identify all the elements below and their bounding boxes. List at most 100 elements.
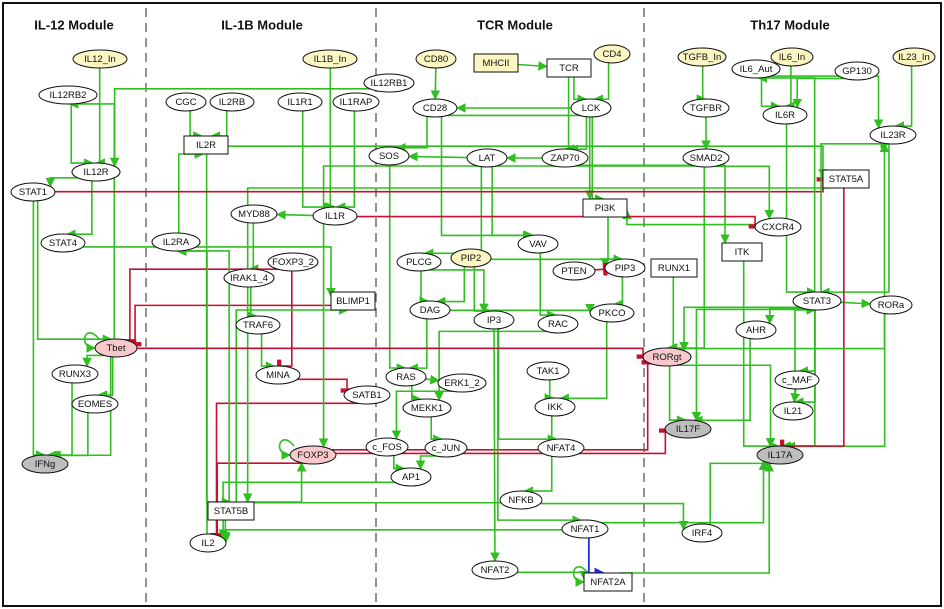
- edge-traf6-to-mina: [260, 333, 276, 371]
- node-shape: [792, 291, 842, 311]
- edge-runx3-to-ifng: [47, 382, 73, 460]
- node-nfat2: NFAT2: [471, 560, 519, 580]
- node-label: BLIMP1: [336, 296, 370, 307]
- node-label: TGFB_In: [683, 52, 722, 63]
- edge-il12_in-to-il12r: [95, 67, 105, 168]
- edge-rac-to-mekk1: [434, 330, 547, 402]
- edge-nfat1-to-il17a: [601, 460, 769, 524]
- node-label: CD4: [602, 49, 621, 60]
- node-shape: [466, 148, 508, 168]
- edge-il2ra-to-il2r: [177, 149, 205, 234]
- node-il6r: IL6R: [762, 105, 808, 125]
- edge-irf4-to-il17a: [709, 458, 773, 525]
- node-label: SATB1: [352, 390, 381, 401]
- node-label: STAT5A: [829, 174, 864, 185]
- node-shape: [774, 370, 820, 390]
- node-il12-in: IL12_In: [72, 49, 128, 69]
- edge-dag-to-ras: [408, 318, 428, 373]
- node-il6-in: IL6_In: [770, 47, 814, 67]
- node-plcg: PLCG: [396, 252, 442, 272]
- node-runx3: RUNX3: [51, 364, 99, 384]
- edge-ahr-to-il17f: [693, 338, 751, 426]
- node-shape: [289, 445, 337, 465]
- node-shape: [561, 519, 609, 539]
- edge-pkco-to-ikk: [559, 321, 608, 404]
- node-shape: [189, 533, 227, 553]
- edge-c_fos-to-ap1: [393, 455, 406, 474]
- edge-stat5b-to-blimp1: [235, 305, 349, 502]
- node-label: PKCO: [599, 308, 626, 319]
- edge-pten-to-pip3: [594, 262, 608, 276]
- node-shape: [332, 92, 380, 112]
- edge-il12r-to-stat4: [66, 180, 93, 239]
- node-il17a: IL17A: [756, 445, 804, 465]
- node-ahr: AHR: [735, 320, 777, 340]
- module-title-il12: IL-12 Module: [34, 18, 113, 33]
- edge-ip3-to-nfat2: [490, 328, 500, 562]
- node-runx1: RUNX1: [650, 258, 698, 278]
- node-shape: [151, 232, 201, 252]
- node-label: EOMES: [78, 399, 112, 410]
- nodes-layer: IL12_InIL12RB2IL12RSTAT1STAT4TbetRUNX3EO…: [10, 44, 936, 592]
- edge-foxp3_2-to-mina: [277, 270, 293, 373]
- node-ras: RAS: [385, 367, 427, 387]
- node-shape: [546, 58, 592, 78]
- node-dag: DAG: [409, 300, 451, 320]
- node-label: RORgt: [652, 352, 681, 363]
- node-label: FOXP3_2: [272, 257, 314, 268]
- node-shape: [207, 501, 255, 521]
- node-shape: [402, 398, 452, 418]
- node-shape: [223, 268, 275, 288]
- node-shape: [892, 47, 936, 67]
- node-shape: [526, 361, 570, 381]
- node-shape: [731, 59, 781, 79]
- node-shape: [94, 338, 138, 358]
- node-label: NFAT4: [547, 443, 576, 454]
- node-label: STAT5B: [214, 506, 249, 517]
- node-shape: [40, 233, 86, 253]
- node-label: PI3K: [595, 203, 616, 214]
- edge-itk-to-il17a: [742, 261, 780, 451]
- node-smad2: SMAD2: [682, 148, 730, 168]
- node-il1rap: IL1RAP: [332, 92, 380, 112]
- node-label: AP1: [402, 472, 420, 483]
- node-label: IFNg: [35, 459, 56, 470]
- node-label: c_FOS: [372, 442, 402, 453]
- node-stat1: STAT1: [10, 182, 56, 202]
- node-tcr: TCR: [546, 58, 592, 78]
- edge-lat-to-sos: [408, 151, 468, 162]
- edge-ip3-to-nfat1: [497, 328, 583, 525]
- edge-il2rb-to-il2r: [210, 110, 228, 141]
- node-tgfbr: TGFBR: [682, 98, 730, 118]
- node-shape: [869, 295, 913, 315]
- node-shape: [363, 73, 415, 93]
- node-shape: [537, 314, 579, 334]
- edge-pip2-to-ip3: [473, 266, 492, 316]
- node-shape: [473, 53, 519, 73]
- node-label: IL2RB: [219, 97, 245, 108]
- node-shape: [582, 198, 628, 218]
- node-label: IL12R: [83, 167, 108, 178]
- node-shape: [583, 572, 633, 592]
- node-shape: [412, 98, 458, 118]
- node-il21: IL21: [772, 401, 814, 421]
- node-label: IRAK1_4: [230, 273, 268, 284]
- node-c-maf: c_MAF: [774, 370, 820, 390]
- node-label: IL2R: [196, 140, 216, 151]
- node-rorgt: RORgt: [642, 347, 692, 367]
- node-shape: [437, 373, 487, 393]
- node-label: TRAF6: [243, 320, 273, 331]
- node-label: MEKK1: [411, 403, 443, 414]
- module-title-th17: Th17 Module: [750, 18, 829, 33]
- edge-c_jun-to-ap1: [415, 455, 437, 471]
- node-shape: [537, 438, 585, 458]
- node-tak1: TAK1: [526, 361, 570, 381]
- node-label: IP3: [487, 315, 501, 326]
- node-label: IL21: [784, 406, 803, 417]
- node-shape: [664, 419, 712, 439]
- edge-tak1-to-ikk: [544, 379, 555, 403]
- edge-tbet-to-rorgt: [136, 347, 650, 359]
- node-il23-in: IL23_In: [892, 47, 936, 67]
- node-gp130: GP130: [834, 61, 880, 81]
